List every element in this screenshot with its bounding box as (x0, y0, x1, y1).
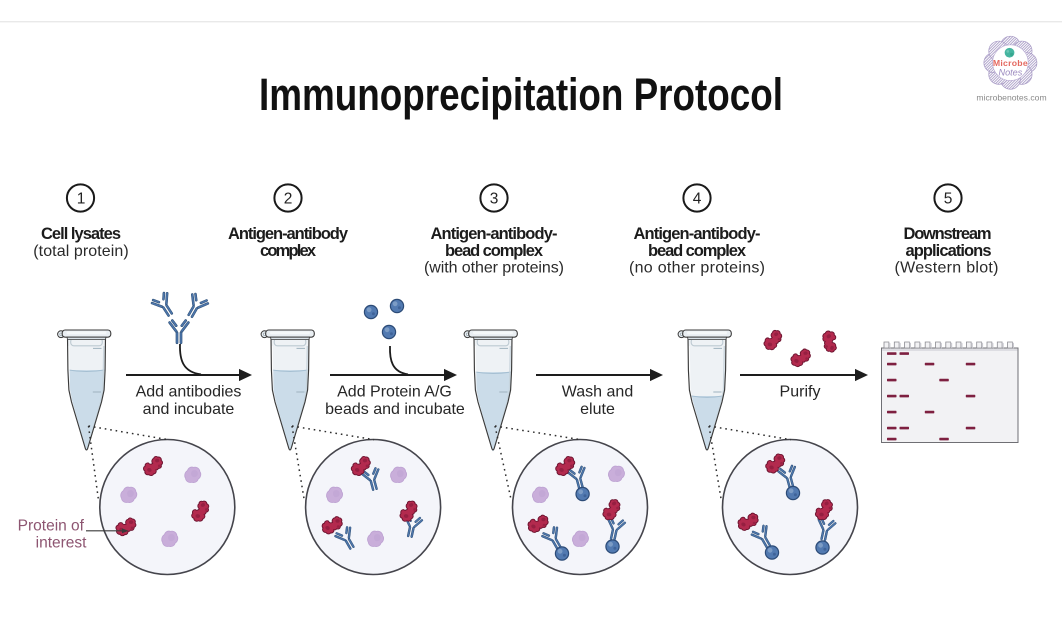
svg-text:5: 5 (944, 190, 953, 207)
svg-text:Antigen-antibody: Antigen-antibody (228, 225, 349, 243)
svg-text:bead complex: bead complex (445, 242, 544, 260)
svg-text:(Western blot): (Western blot) (895, 260, 999, 277)
svg-text:2: 2 (284, 190, 293, 207)
svg-text:microbenotes.com: microbenotes.com (976, 93, 1046, 103)
svg-text:(total protein): (total protein) (33, 243, 129, 260)
svg-text:1: 1 (77, 190, 86, 207)
svg-text:(no other proteins): (no other proteins) (629, 260, 765, 277)
svg-text:4: 4 (693, 190, 702, 207)
svg-text:(with other proteins): (with other proteins) (424, 260, 564, 277)
svg-text:Add antibodies: Add antibodies (136, 384, 242, 401)
svg-text:applications: applications (906, 242, 992, 260)
svg-text:bead complex: bead complex (648, 242, 747, 260)
svg-text:Wash and: Wash and (562, 384, 633, 401)
svg-text:beads and incubate: beads and incubate (325, 401, 465, 418)
svg-text:Microbe: Microbe (993, 58, 1028, 68)
svg-text:Add Protein A/G: Add Protein A/G (337, 384, 452, 401)
svg-text:Antigen-antibody-: Antigen-antibody- (431, 225, 558, 243)
svg-text:Cell lysates: Cell lysates (41, 225, 121, 243)
svg-text:interest: interest (36, 535, 88, 552)
svg-text:3: 3 (490, 190, 499, 207)
svg-text:Antigen-antibody-: Antigen-antibody- (634, 225, 761, 243)
svg-text:Notes: Notes (998, 68, 1022, 78)
svg-text:and incubate: and incubate (143, 401, 235, 418)
svg-text:Downstream: Downstream (904, 225, 992, 243)
svg-text:Immunoprecipitation Protocol: Immunoprecipitation Protocol (259, 69, 783, 120)
svg-text:Protein of: Protein of (18, 518, 85, 535)
svg-text:Purify: Purify (780, 384, 821, 401)
svg-text:elute: elute (580, 401, 615, 418)
svg-text:complex: complex (260, 242, 317, 260)
